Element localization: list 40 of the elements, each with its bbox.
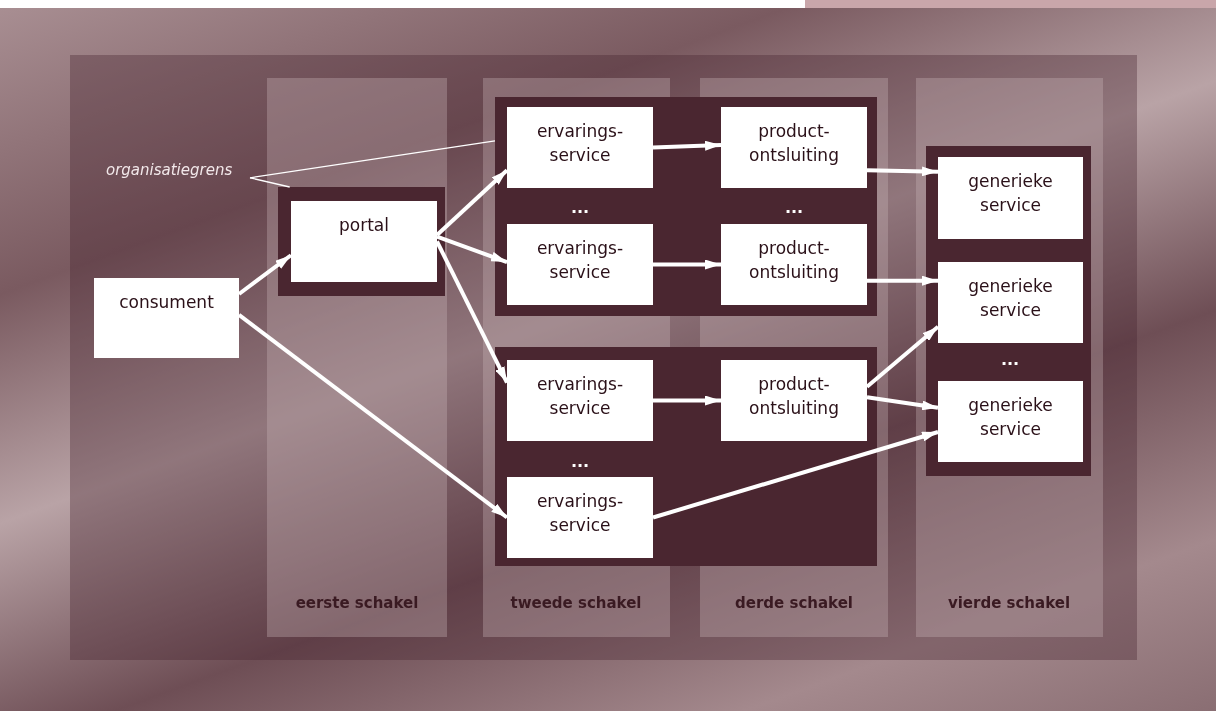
arrow <box>865 325 940 389</box>
process-box: generieke service <box>938 381 1083 462</box>
arrow <box>653 395 721 406</box>
column-label: derde schakel <box>735 594 853 612</box>
arrow <box>867 275 938 286</box>
arrow <box>866 395 939 411</box>
process-box: ervarings- service <box>507 107 653 188</box>
organisation-boundary-box <box>926 146 1091 476</box>
organisation-boundary-box <box>278 187 445 296</box>
process-box: generieke service <box>938 157 1083 239</box>
arrow <box>866 166 939 177</box>
column-label: tweede schakel <box>510 594 642 612</box>
leader-line <box>249 140 496 179</box>
arrow <box>435 240 509 384</box>
arrow <box>237 253 293 296</box>
arrow <box>436 234 508 264</box>
arrow <box>653 259 721 270</box>
process-box: product- ontsluiting <box>721 360 867 441</box>
leader-line <box>249 177 291 188</box>
process-box: product- ontsluiting <box>721 107 867 188</box>
organisation-boundary-box <box>495 347 877 566</box>
column-label: vierde schakel <box>947 594 1071 612</box>
callout-text: organisatiegrens <box>106 161 233 179</box>
column-label: eerste schakel <box>295 594 419 612</box>
arrow <box>237 313 509 520</box>
arrow <box>435 168 509 237</box>
process-box: consument <box>94 278 239 358</box>
process-box: ervarings- service <box>507 477 653 558</box>
ellipsis-text: ... <box>1000 350 1020 369</box>
ellipsis-text: ... <box>570 452 590 471</box>
process-box: product- ontsluiting <box>721 224 867 305</box>
arrow <box>652 430 939 520</box>
ellipsis-text: ... <box>570 198 590 217</box>
process-box: portal <box>291 201 437 282</box>
ellipsis-text: ... <box>784 198 804 217</box>
process-box: ervarings- service <box>507 360 653 441</box>
arrow <box>652 140 722 151</box>
process-box: ervarings- service <box>507 224 653 305</box>
process-box: generieke service <box>938 262 1083 343</box>
organisation-boundary-box <box>495 97 877 316</box>
